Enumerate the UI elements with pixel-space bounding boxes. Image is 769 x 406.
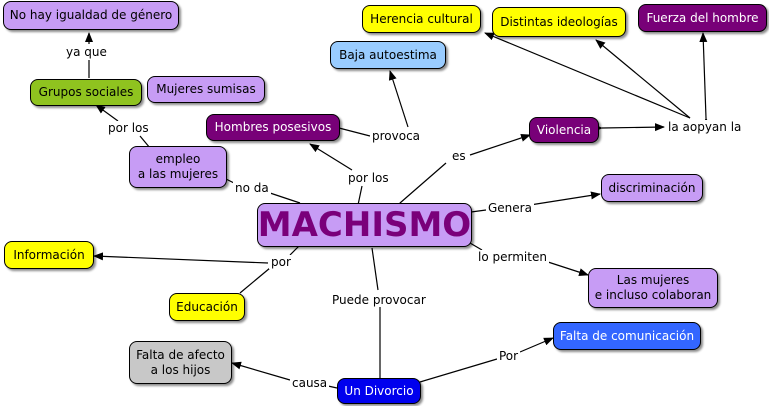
node-grupos-sociales[interactable]: Grupos sociales — [30, 79, 142, 106]
label-por: por — [269, 255, 293, 269]
node-divorcio[interactable]: Un Divorcio — [337, 378, 421, 404]
link-machismo-to-genera — [470, 209, 487, 213]
link-provoca-to-autoestima — [388, 70, 409, 128]
label-la-aopyan-la: la aopyan la — [666, 120, 744, 134]
label-causa: causa — [290, 376, 330, 390]
node-mujeres-colaboran[interactable]: Las mujeres e incluso colaboran — [588, 268, 718, 308]
link-hombres-to-provoca — [338, 127, 371, 137]
link-es-to-violencia — [469, 134, 531, 156]
link-genera-to-discriminacion — [529, 191, 601, 206]
node-violencia[interactable]: Violencia — [529, 117, 599, 143]
node-machismo[interactable]: MACHISMO — [257, 203, 472, 247]
link-por-to-informacion — [93, 252, 269, 264]
label-por-los-2: por los — [346, 171, 391, 185]
node-distintas-ideologias[interactable]: Distintas ideologías — [492, 7, 626, 37]
label-es: es — [450, 149, 468, 163]
link-aopyan-to-herencia — [484, 32, 691, 119]
node-baja-autoestima[interactable]: Baja autoestima — [330, 41, 446, 69]
node-herencia-cultural[interactable]: Herencia cultural — [362, 5, 481, 33]
link-lopermiten-to-mujeres — [547, 261, 589, 277]
label-genera: Genera — [486, 201, 534, 215]
node-falta-comunicacion[interactable]: Falta de comunicación — [553, 322, 701, 350]
node-mujeres-sumisas[interactable]: Mujeres sumisas — [147, 76, 265, 103]
link-machismo-to-noda — [269, 192, 301, 204]
label-ya-que: ya que — [64, 45, 109, 59]
link-por2-to-comunicacion — [519, 337, 554, 353]
link-causa-to-afecto — [231, 361, 291, 381]
label-no-da: no da — [233, 181, 271, 195]
link-violencia-to-aopyan — [592, 123, 665, 133]
label-por-2: Por — [497, 349, 521, 363]
link-porlos-to-grupos — [95, 104, 119, 122]
link-machismo-to-puedeprovocar — [371, 247, 379, 291]
link-machismo-to-es — [390, 162, 447, 212]
link-divorcio-to-causa — [327, 385, 338, 389]
link-aopyan-to-fuerza — [699, 32, 711, 128]
node-hombres-posesivos[interactable]: Hombres posesivos — [206, 114, 340, 141]
node-no-igualdad[interactable]: No hay igualdad de género — [3, 1, 179, 30]
link-divorcio-to-por2 — [419, 358, 498, 383]
link-porlos2-to-hombres — [309, 143, 353, 171]
node-falta-afecto[interactable]: Falta de afecto a los hijos — [129, 341, 232, 384]
link-machismo-to-porlos2 — [357, 185, 363, 206]
link-por-to-educacion — [239, 267, 271, 294]
node-informacion[interactable]: Información — [4, 241, 94, 269]
label-lo-permiten: lo permiten — [476, 250, 549, 264]
link-aopyan-to-ideologias — [595, 39, 691, 119]
link-machismo-to-lopermiten — [469, 242, 483, 251]
node-educacion[interactable]: Educación — [169, 293, 245, 321]
label-puede-provocar: Puede provocar — [330, 293, 428, 307]
label-por-los-1: por los — [106, 121, 151, 135]
node-empleo[interactable]: empleo a las mujeres — [129, 146, 227, 188]
node-discriminacion[interactable]: discriminación — [601, 174, 703, 202]
node-fuerza-hombre[interactable]: Fuerza del hombre — [638, 4, 767, 32]
label-provoca: provoca — [370, 129, 423, 143]
